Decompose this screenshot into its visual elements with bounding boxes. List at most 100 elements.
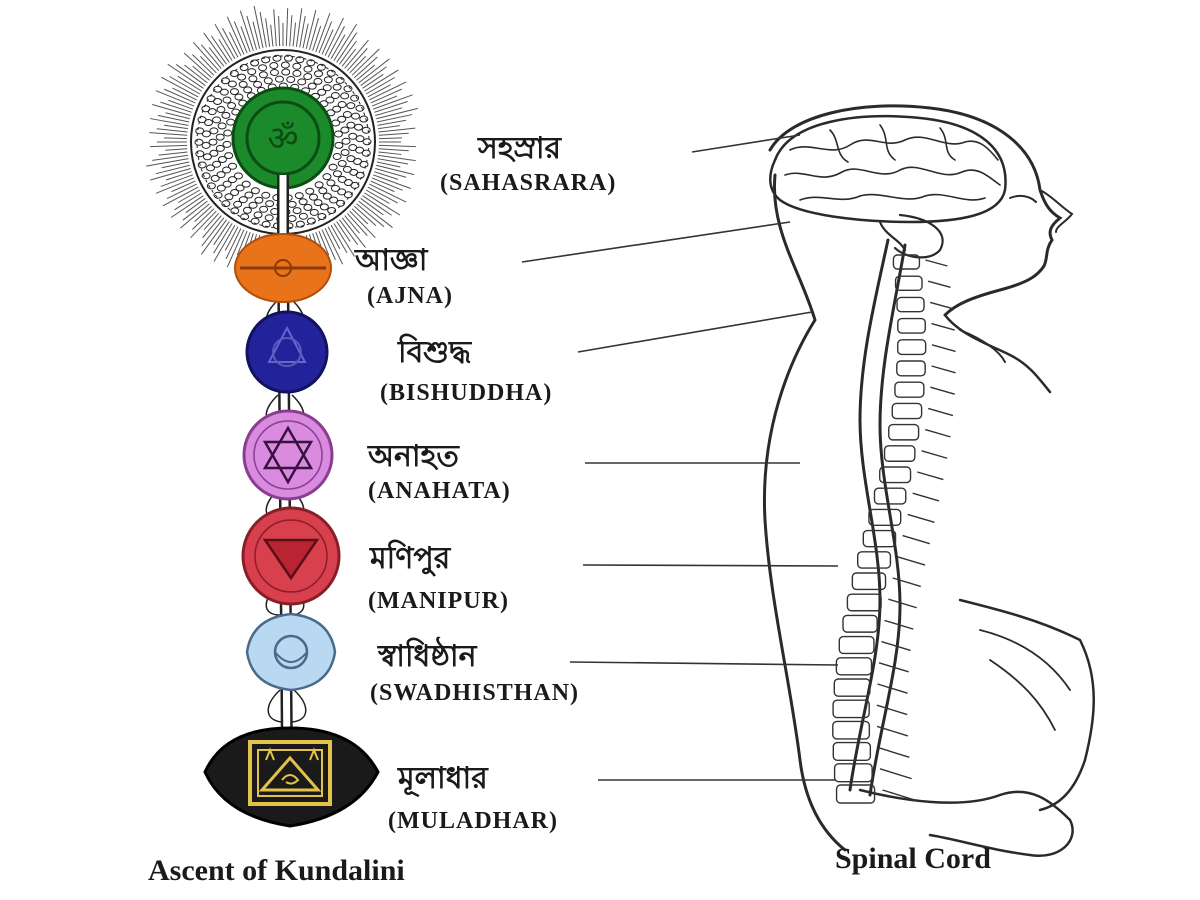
halo-ray [177,75,202,92]
lotus-petal [322,173,332,181]
lotus-petal [244,191,254,199]
halo-ray [321,229,336,261]
lotus-petal [197,116,207,124]
lotus-petal [212,116,222,124]
halo-ray [225,228,242,260]
lotus-petal [254,196,264,204]
halo-ray [164,137,188,140]
halo-ray [369,81,407,101]
halo-ray [192,42,220,71]
lotus-petal [234,93,244,101]
lotus-petal [241,180,251,188]
halo-ray [213,224,236,262]
halo-ray [239,10,254,51]
lotus-petal [330,92,340,100]
chakra-muladhar [203,726,380,828]
lotus-petal [303,65,313,73]
lotus-petal [318,187,328,195]
halo-ray [240,26,251,52]
halo-ray [192,208,215,230]
lotus-petal [332,170,342,178]
halo-ray [336,32,358,63]
lotus-petal [237,73,247,81]
halo-ray [370,88,402,104]
lotus-petal [205,164,215,172]
lotus-petal [298,198,308,206]
lotus-petal [223,129,233,137]
lotus-petal [336,199,346,207]
lotus-petal [317,88,327,96]
lotus-petal [221,200,231,208]
halo-ray [378,132,409,136]
leader-lines [521,134,839,781]
halo-ray [344,215,360,234]
lotus-petal [303,203,313,211]
halo-ray [160,174,193,187]
lotus-petal [274,75,284,83]
halo-ray [376,107,418,120]
vertebrae [832,254,956,804]
halo-ray [365,189,390,204]
chakra-swadhisthan [245,612,337,692]
lotus-petal [247,68,257,76]
halo-ray [171,180,196,193]
vertebra [835,784,876,804]
halo-ray [157,114,190,123]
halo-ray [162,186,199,207]
halo-ray [370,180,395,193]
chakra-anahata [242,409,334,501]
halo-ray [339,219,359,246]
halo-ray [327,226,341,250]
vertebra-process [917,471,944,481]
halo-ray [200,44,222,69]
halo-ray [214,23,236,60]
lotus-petal [230,207,240,215]
halo-ray [190,210,217,239]
lotus-petal [263,77,273,85]
halo-ray [373,94,413,110]
halo-ray [377,119,407,126]
halo-ray [192,65,210,81]
halo-ray [367,186,399,204]
halo-ray [203,213,220,231]
lotus-petal [227,80,237,88]
halo-ray [146,158,189,167]
lotus-petal [258,71,268,79]
lotus-petal [208,138,218,146]
lotus-petal [333,130,343,138]
lotus-petal [332,83,342,91]
halo-ray [318,230,330,256]
halo-ray [265,18,271,48]
halo-ray [376,164,415,176]
vertebra-process [878,662,909,673]
halo-ray [333,223,355,257]
halo-ray [150,144,188,148]
halo-ray [333,23,358,61]
vertebra-process [882,789,915,801]
halo-ray [315,13,331,52]
halo-ray [346,213,368,236]
lotus-petal [209,127,219,135]
vertebra [833,763,873,783]
lotus-petal [286,75,296,83]
halo-ray [166,183,197,199]
lotus-petal [340,92,350,100]
vertebra-process [877,746,910,758]
lotus-petal [327,206,337,214]
lotus-petal [330,184,340,192]
lotus-petal [359,115,369,123]
lotus-petal [322,192,332,200]
vertebra-process [930,386,955,395]
halo-ray [292,22,297,47]
lotus-petal [250,217,260,225]
vertebra-process [929,301,954,310]
label-bishuddha-english: (BISHUDDHA) [380,380,552,406]
halo-ray [299,15,306,48]
lotus-petal [337,115,347,123]
halo-ray [371,177,403,191]
halo-ray [273,9,277,47]
halo-ray [351,48,380,76]
vertebra [868,508,902,527]
halo-ray [378,148,409,152]
vertebra [857,551,892,569]
